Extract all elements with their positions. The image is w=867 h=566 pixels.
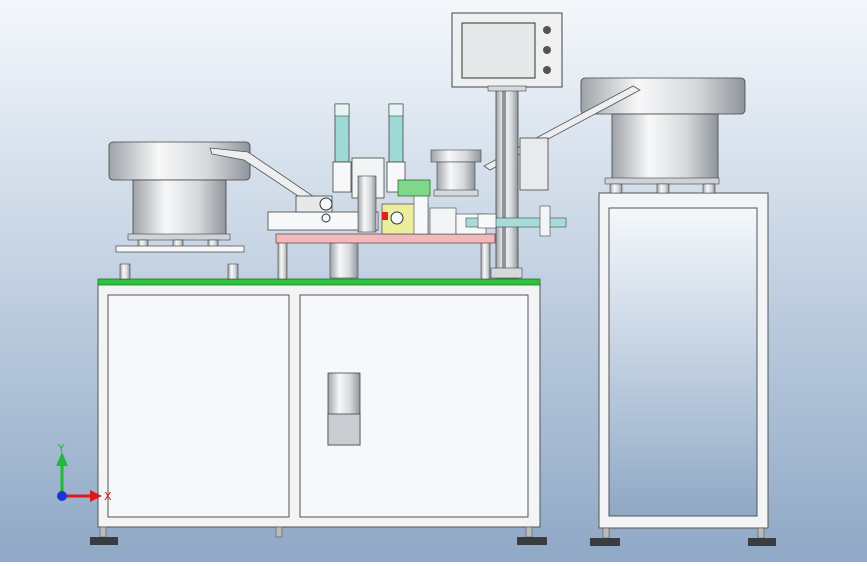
right-stand-window bbox=[608, 207, 758, 517]
center-block bbox=[329, 241, 359, 279]
left-door bbox=[107, 294, 290, 518]
hmi-button-3 bbox=[543, 66, 551, 74]
green-block bbox=[397, 179, 431, 197]
left-bowl-body bbox=[132, 179, 227, 237]
left-feeder-bowl bbox=[108, 141, 324, 280]
cabinet-top-strip bbox=[97, 278, 541, 286]
door-handle-lower bbox=[327, 413, 361, 446]
cabinet-feet bbox=[90, 526, 547, 545]
left-bowl-base-plate bbox=[115, 245, 245, 253]
x-axis-label: X bbox=[104, 490, 112, 503]
mini-bowl-body bbox=[436, 161, 476, 193]
right-bowl-body bbox=[611, 113, 719, 181]
y-axis-label: Y bbox=[57, 442, 65, 455]
column-base bbox=[490, 267, 523, 279]
hmi-button-2 bbox=[543, 46, 551, 54]
hmi-screen bbox=[461, 22, 536, 79]
column bbox=[495, 87, 519, 279]
origin-dot bbox=[57, 491, 67, 501]
coordinate-triad: Y X bbox=[56, 442, 112, 503]
work-station bbox=[267, 103, 567, 280]
right-stand bbox=[590, 192, 776, 546]
work-plate bbox=[275, 233, 496, 244]
mini-bowl-rim bbox=[430, 149, 482, 163]
plate-legs bbox=[277, 241, 288, 280]
hmi-button-1 bbox=[543, 26, 551, 34]
left-bowl-rim bbox=[108, 141, 251, 181]
hmi-panel bbox=[451, 12, 563, 279]
main-cabinet bbox=[90, 278, 547, 545]
